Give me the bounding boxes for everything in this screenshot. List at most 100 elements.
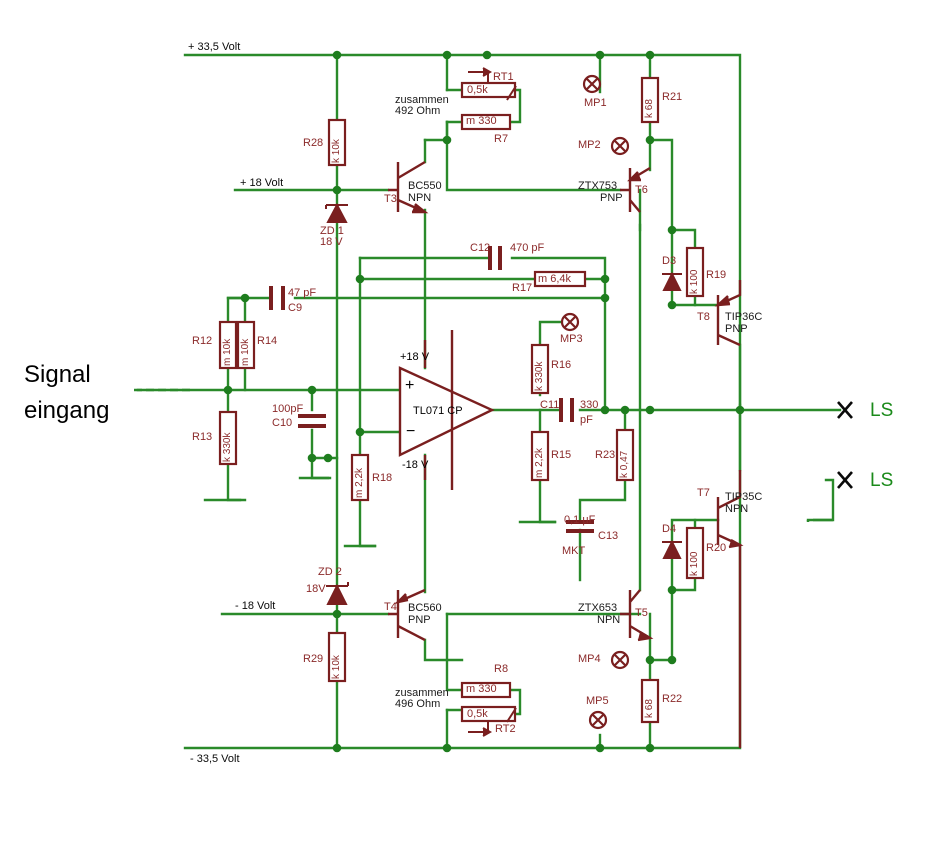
- resistor-r18: [350, 453, 370, 502]
- zener-diodes: [325, 202, 682, 605]
- resistor-r28: [327, 118, 347, 167]
- opamp-plus: +: [405, 377, 415, 394]
- r12-value: m 10k: [222, 338, 233, 366]
- signal-label-1: Signal: [24, 361, 91, 388]
- t7-part: TIP35C: [725, 491, 763, 503]
- r16-ref: R16: [551, 359, 572, 371]
- transistor-t4: [388, 588, 426, 642]
- resistor-r19: [685, 246, 705, 298]
- zener-zd2: [326, 583, 348, 605]
- t6-part: ZTX753: [578, 180, 618, 192]
- t3-ref: T3: [384, 193, 397, 205]
- measure-points: [560, 74, 630, 730]
- c13-type: MKT: [562, 545, 586, 557]
- c12-ref: C12: [470, 242, 491, 254]
- resistor-r15: [530, 430, 550, 482]
- mp3-marker: [560, 312, 580, 332]
- t8-type: PNP: [725, 323, 748, 335]
- c11-ref: C11: [540, 399, 560, 411]
- t4-ref: T4: [384, 601, 397, 613]
- r23-ref: R23: [595, 449, 616, 461]
- opamp-symbol: [398, 330, 495, 490]
- c9-value: 47 pF: [288, 287, 317, 299]
- t4-part: BC560: [408, 602, 442, 614]
- t3-type: NPN: [408, 192, 432, 204]
- r29-value: k 10k: [331, 655, 342, 679]
- zd2-ref: ZD 2: [318, 566, 342, 578]
- capacitor-c10: [298, 414, 326, 428]
- transistor-t5: [620, 589, 651, 640]
- junction-dots: [223, 50, 745, 753]
- opamp-name: TL071 CP: [413, 405, 463, 417]
- resistor-r13: [218, 410, 238, 466]
- speaker-label-1: LS: [870, 400, 894, 421]
- r15-value: m 2,2k: [534, 447, 545, 478]
- rt1-ref: RT1: [493, 71, 514, 83]
- capacitor-c9: [269, 286, 285, 310]
- r21-value: k 68: [644, 99, 655, 118]
- output-markers: [837, 401, 853, 489]
- r28-ref: R28: [303, 137, 324, 149]
- resistor-r7: [460, 113, 512, 131]
- opamp-vpos: +18 V: [400, 351, 430, 363]
- rt2-value: 0,5k: [467, 708, 488, 720]
- t6-ref: T6: [635, 184, 648, 196]
- resistor-r23: [615, 428, 635, 482]
- d4-ref: D4: [662, 523, 677, 535]
- t4-type: PNP: [408, 614, 431, 626]
- t6-type: PNP: [600, 192, 623, 204]
- resistor-r14: [236, 320, 256, 370]
- r7-value: m 330: [466, 115, 497, 127]
- mp2-marker: [610, 136, 630, 156]
- resistor-r12: [218, 320, 238, 370]
- opamp-minus: −: [406, 423, 416, 440]
- c12-value: 470 pF: [510, 242, 545, 254]
- r18-value: m 2,2k: [354, 467, 365, 498]
- transistors: [388, 160, 744, 748]
- trimmer-arrows: [468, 67, 517, 737]
- r22-value: k 68: [644, 699, 655, 718]
- wires: [136, 53, 842, 750]
- rail-label-neg335: - 33,5 Volt: [190, 753, 240, 765]
- resistor-r20: [685, 526, 705, 580]
- r22-ref: R22: [662, 693, 683, 705]
- r19-ref: R19: [706, 269, 727, 281]
- t8-part: TIP36C: [725, 311, 763, 323]
- capacitor-c12: [488, 246, 502, 270]
- rail-label-neg18: - 18 Volt: [235, 600, 276, 612]
- t5-ref: T5: [635, 607, 648, 619]
- r12-ref: R12: [192, 335, 213, 347]
- capacitor-c11: [559, 398, 574, 422]
- rail-label-pos335: + 33,5 Volt: [188, 41, 241, 53]
- mp4-marker: [610, 650, 630, 670]
- mp1-marker: [582, 74, 602, 94]
- mp2-label: MP2: [578, 139, 601, 151]
- r23-value: k 0,47: [619, 450, 630, 478]
- t5-part: ZTX653: [578, 602, 618, 614]
- r20-value: k 100: [689, 551, 700, 576]
- components: [218, 76, 705, 724]
- opamp-vneg: -18 V: [402, 459, 429, 471]
- resistor-r8: [460, 681, 512, 699]
- mp3-label: MP3: [560, 333, 583, 345]
- resistor-r29: [327, 631, 347, 683]
- resistor-r16: [530, 343, 550, 395]
- c11-value: 330: [580, 399, 599, 411]
- note-top-1: zusammen: [395, 94, 449, 106]
- note-bottom-2: 496 Ohm: [395, 698, 441, 710]
- rt1-value: 0,5k: [467, 84, 488, 96]
- capacitors: [269, 246, 594, 533]
- capacitor-c13: [566, 520, 594, 533]
- transistor-t3: [388, 160, 426, 214]
- r7-ref: R7: [494, 133, 509, 145]
- t8-ref: T8: [697, 311, 710, 323]
- d3-ref: D3: [662, 255, 677, 267]
- t7-ref: T7: [697, 487, 710, 499]
- r13-ref: R13: [192, 431, 213, 443]
- rail-label-pos18: + 18 Volt: [240, 177, 284, 189]
- c11-unit: pF: [580, 414, 593, 426]
- diode-d3: [662, 271, 682, 291]
- r17-ref: R17: [512, 282, 533, 294]
- r19-value: k 100: [689, 269, 700, 294]
